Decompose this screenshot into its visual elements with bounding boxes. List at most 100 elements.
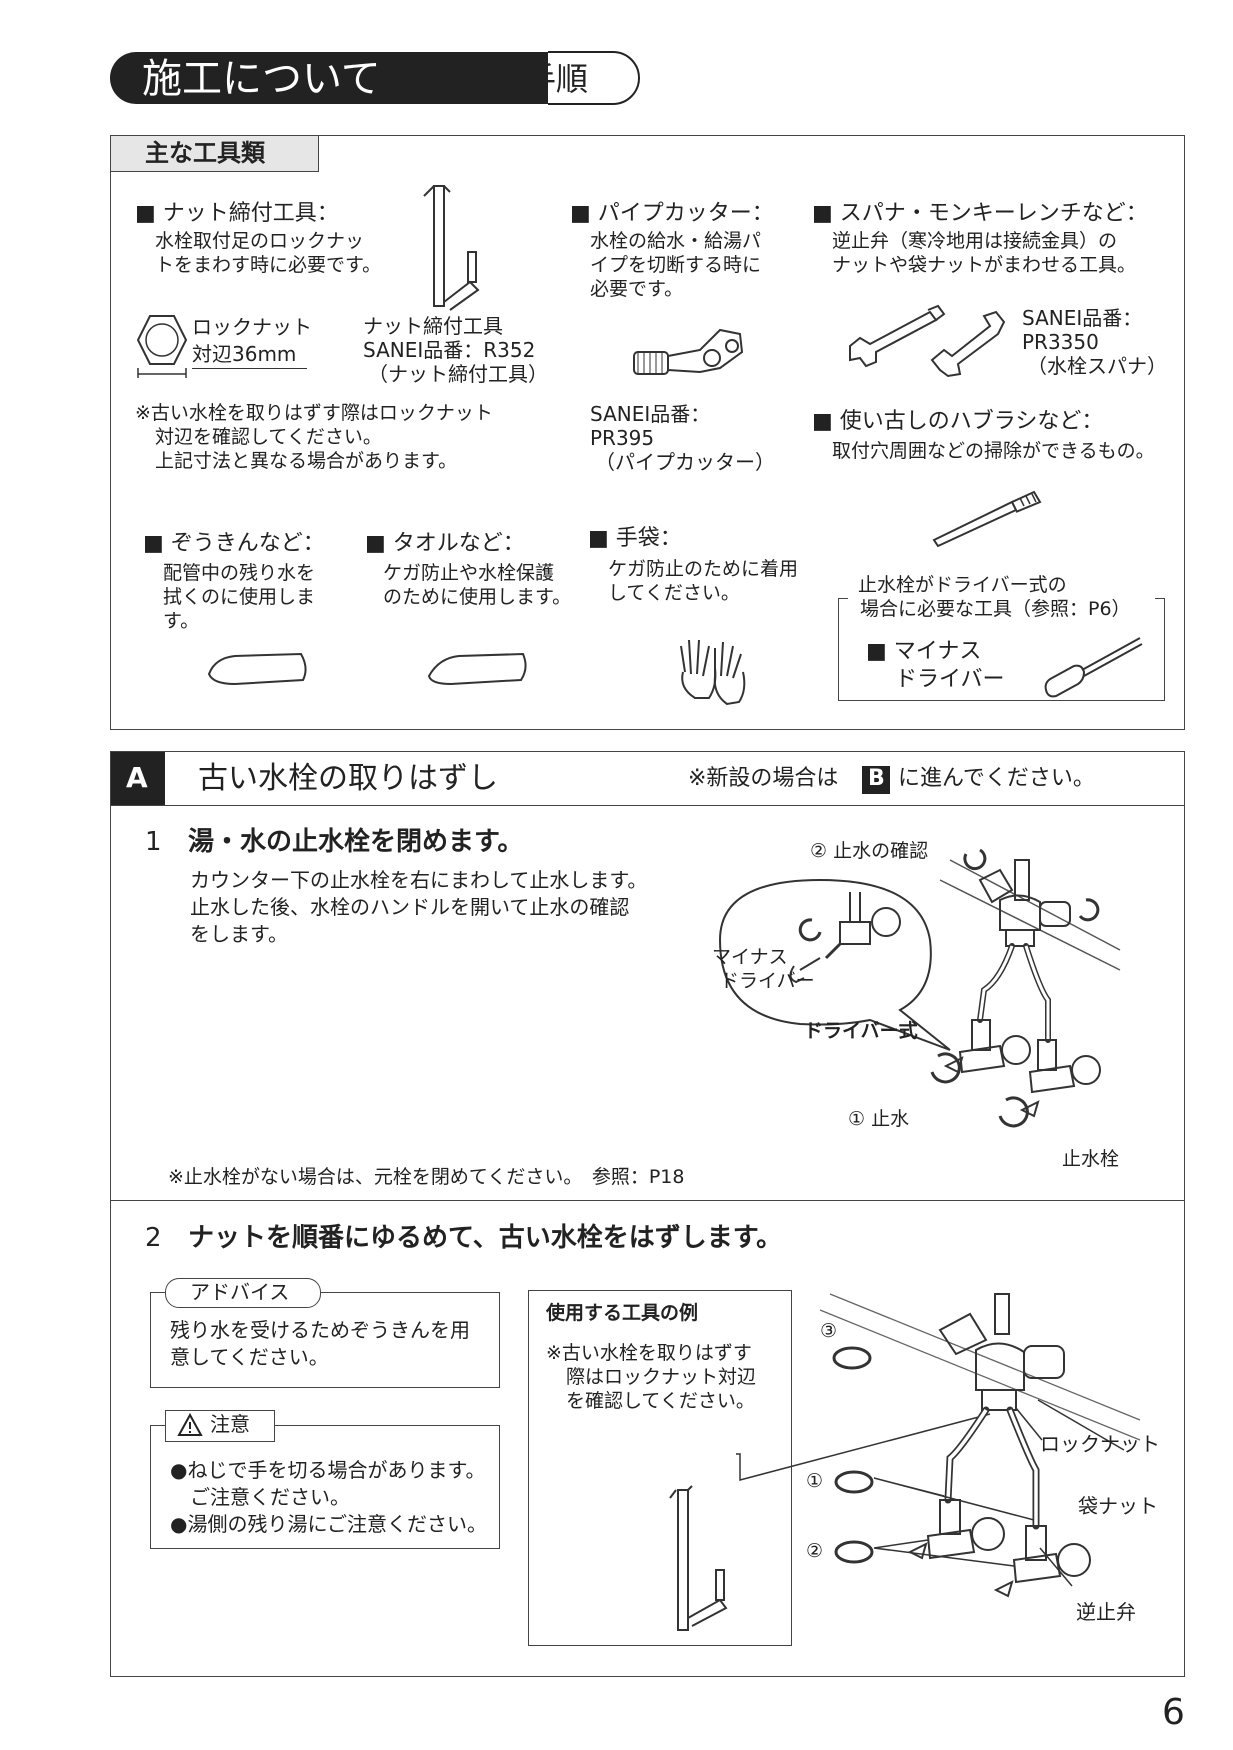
- label-minus-driver1: マイナス: [712, 946, 788, 968]
- step1-desc3: をします。: [190, 922, 288, 946]
- label-bag-nut: 袋ナット: [1078, 1494, 1158, 1518]
- label-locknut: ロックナット: [1040, 1432, 1160, 1456]
- step2-num3: ③: [820, 1320, 838, 1342]
- section-title: 施工について: [142, 56, 381, 102]
- caution-label: 注意: [210, 1412, 250, 1436]
- brush-desc: 取付穴周囲などの掃除ができるもの。: [832, 440, 1155, 462]
- label-minus-driver2: ドライバー: [720, 970, 815, 992]
- section-header: 施工について 施工手順: [108, 50, 640, 106]
- advice-text2: 意してください。: [170, 1345, 329, 1369]
- driver-bracket-top-left: [838, 598, 848, 599]
- section-b-badge-letter: B: [868, 766, 885, 791]
- spanner-code2: PR3350: [1022, 330, 1099, 354]
- step2-diagram: [819, 1293, 1141, 1598]
- page-number: 6: [1162, 1692, 1185, 1733]
- section-a-panel: [110, 751, 1185, 1677]
- advice-text1: 残り水を受けるためぞうきんを用: [170, 1318, 470, 1342]
- caution-text1: ●ねじで手を切る場合があります。: [170, 1458, 486, 1482]
- subsection-title: 施工手順: [460, 60, 589, 98]
- locknut-hex-icon: [136, 315, 188, 378]
- tool-example-title: 使用する工具の例: [546, 1302, 699, 1324]
- gloves-desc1: ケガ防止のために着用: [608, 558, 799, 580]
- spanner-desc2: ナットや袋ナットがまわせる工具。: [832, 254, 1137, 276]
- tool-example-icon: [669, 1413, 991, 1631]
- spanner-code1: SANEI品番：: [1022, 306, 1143, 330]
- advice-label-pill: [165, 1278, 321, 1308]
- caution-text2: ご注意ください。: [190, 1485, 350, 1509]
- nut-tool-note3: 上記寸法と異なる場合があります。: [155, 450, 458, 472]
- tools-heading: 主な工具類: [145, 139, 265, 167]
- section-a-note-pre: ※新設の場合は: [688, 766, 839, 791]
- step1-footnote: ※止水栓がない場合は、元栓を閉めてください。 参照：P18: [168, 1166, 685, 1188]
- tool-example-note3: を確認してください。: [566, 1390, 755, 1412]
- spanner-code3: （水栓スパナ）: [1027, 354, 1167, 378]
- label-check-valve: 逆止弁: [1076, 1600, 1136, 1624]
- advice-box: [150, 1292, 500, 1388]
- spanner-icon: [849, 304, 1006, 378]
- rag-desc2: 拭くのに使用しま: [163, 586, 316, 608]
- screwdriver-icon: [1044, 637, 1143, 698]
- towel-desc1: ケガ防止や水栓保護: [383, 562, 555, 584]
- nut-tool-desc2: トをまわす時に必要です。: [155, 254, 382, 276]
- section-b-badge: [862, 766, 890, 794]
- brush-title: ■ 使い古しのハブラシなど：: [812, 409, 1104, 434]
- step2-number: 2: [145, 1223, 162, 1253]
- section-a-badge: [111, 752, 165, 805]
- towel-icon: [427, 652, 527, 686]
- nut-tool-code1: ナット締付工具: [363, 314, 503, 338]
- warning-icon: [177, 1412, 203, 1436]
- pipe-cutter-title: ■ パイプカッター：: [570, 201, 774, 226]
- step-divider: [110, 1200, 1185, 1201]
- driver-title2: ドライバー: [895, 667, 1005, 692]
- label-stop: ① 止水: [848, 1108, 910, 1130]
- pipe-cutter-desc2: イプを切断する時に: [590, 254, 762, 276]
- rag-icon: [207, 652, 307, 686]
- step1-number: 1: [145, 827, 162, 857]
- tool-example-note2: 際はロックナット対辺: [566, 1366, 757, 1388]
- rag-title: ■ ぞうきんなど：: [143, 531, 325, 556]
- header-frame: [110, 51, 640, 105]
- driver-bracket: [838, 598, 1165, 701]
- step1-title: 湯・水の止水栓を閉めます。: [188, 827, 524, 857]
- towel-desc2: のために使用します。: [383, 586, 572, 608]
- section-a-title: 古い水栓の取りはずし: [198, 761, 498, 796]
- nut-tool-note1: ※古い水栓を取りはずす際はロックナット: [135, 402, 493, 424]
- rag-desc3: す。: [163, 610, 200, 632]
- gloves-desc2: してください。: [608, 582, 740, 604]
- driver-caption2: 場合に必要な工具（参照：P6）: [858, 598, 1133, 622]
- advice-label: アドバイス: [190, 1280, 290, 1304]
- caution-label-box: [165, 1410, 275, 1442]
- nut-tool-icon: [423, 185, 480, 311]
- pipe-cutter-desc1: 水栓の給水・給湯パ: [590, 230, 762, 252]
- toothbrush-icon: [932, 490, 1042, 548]
- nut-tool-title: ■ ナット締付工具：: [135, 201, 339, 226]
- step1-desc1: カウンター下の止水栓を右にまわして止水します。: [190, 868, 648, 892]
- nut-tool-note2: 対辺を確認してください。: [155, 426, 382, 448]
- label-stop-valve: 止水栓: [1062, 1148, 1120, 1170]
- nut-tool-code2: SANEI品番：R352: [363, 338, 536, 362]
- step1-diagram: [718, 848, 1121, 1128]
- locknut-label1: ロックナット: [192, 315, 312, 339]
- spanner-desc1: 逆止弁（寒冷地用は接続金具）の: [832, 230, 1118, 252]
- section-a-title-rule: [110, 805, 1185, 806]
- tools-panel: [110, 135, 1185, 730]
- label-driver-type: ドライバー式: [804, 1020, 918, 1042]
- tool-example-note1: ※古い水栓を取りはずす: [546, 1342, 752, 1364]
- step2-title: ナットを順番にゆるめて、古い水栓をはずします。: [188, 1223, 783, 1253]
- locknut-label2: 対辺36mm: [192, 342, 297, 366]
- gloves-icon: [680, 639, 746, 706]
- caution-text3: ●湯側の残り湯にご注意ください。: [170, 1512, 488, 1536]
- driver-caption1: 止水栓がドライバー式の: [858, 574, 1067, 596]
- towel-title: ■ タオルなど：: [365, 531, 525, 556]
- pipe-cutter-desc3: 必要です。: [590, 278, 684, 300]
- pipe-cutter-code3: （パイプカッター）: [595, 450, 775, 474]
- step2-num1: ①: [806, 1470, 824, 1492]
- driver-bracket-top-right: [1155, 598, 1165, 599]
- step1-desc2: 止水した後、水栓のハンドルを開いて止水の確認: [190, 895, 630, 919]
- rag-desc1: 配管中の残り水を: [163, 562, 316, 584]
- locknut-underline: [192, 368, 307, 369]
- label-confirm: ② 止水の確認: [810, 840, 929, 862]
- pipe-cutter-code1: SANEI品番：: [590, 402, 711, 426]
- section-a-note-post: に進んでください。: [898, 766, 1095, 791]
- tools-heading-box: [110, 135, 319, 172]
